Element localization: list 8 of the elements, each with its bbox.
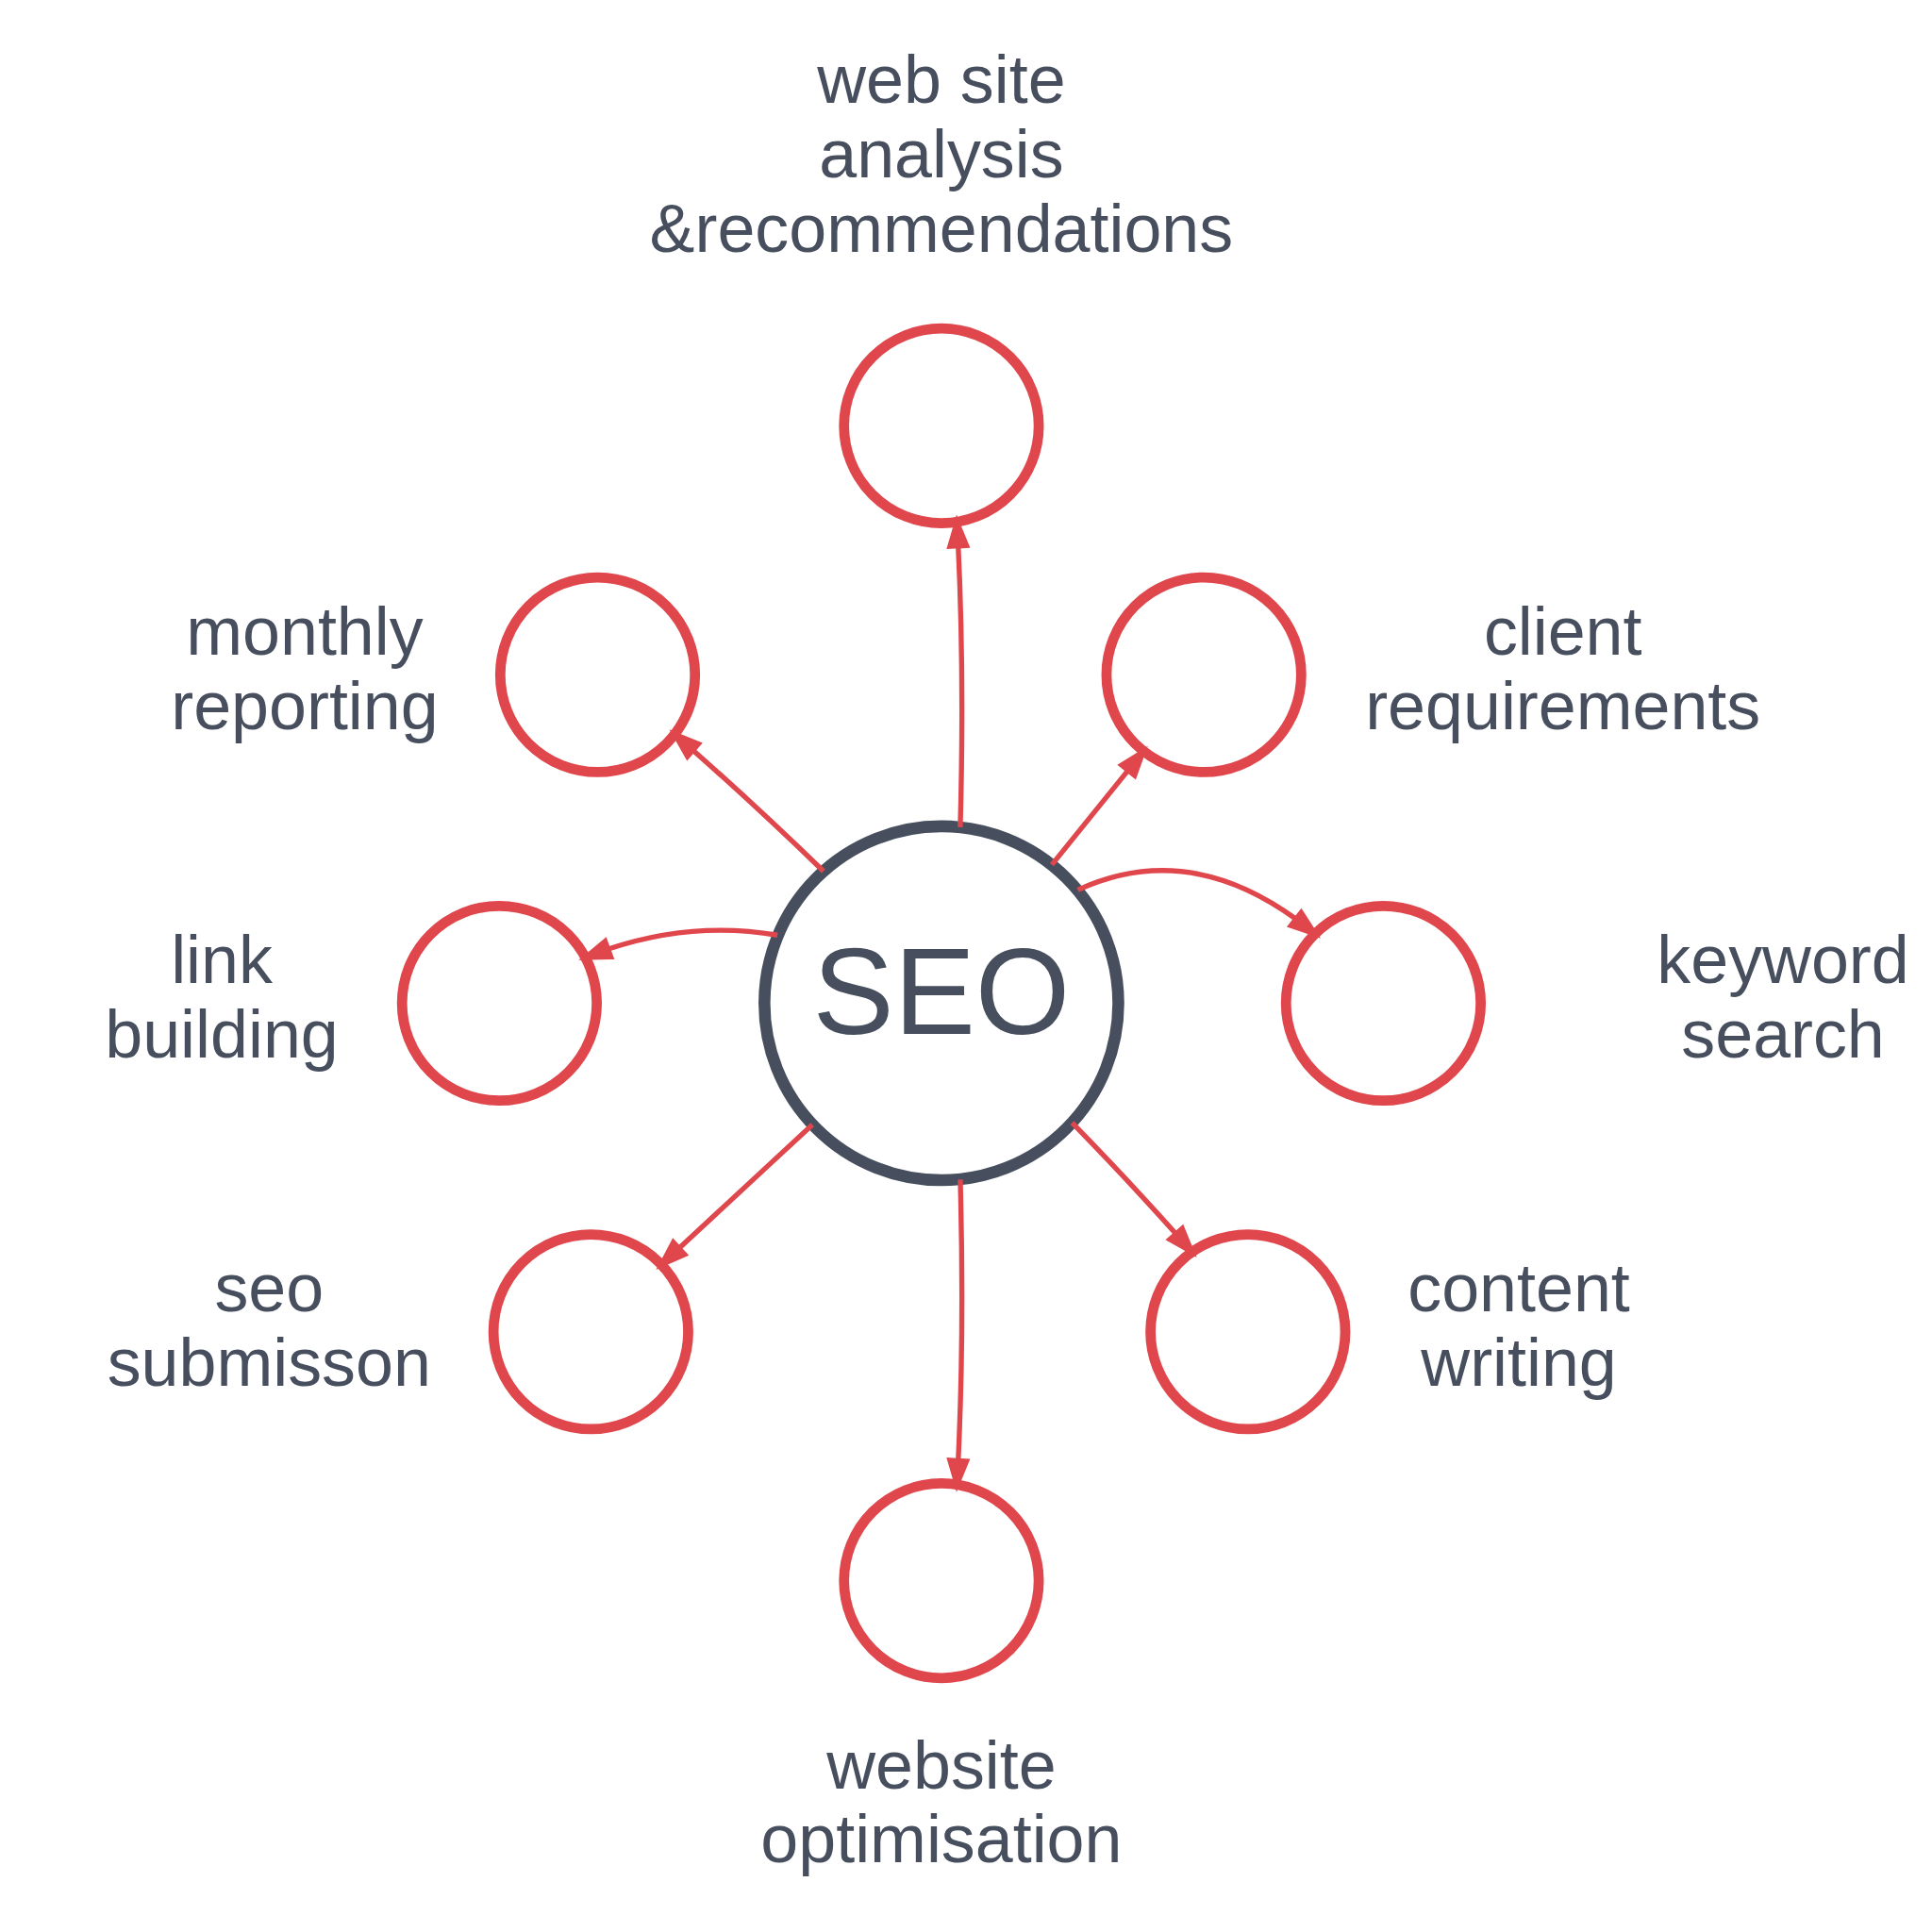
node-label: client requirements xyxy=(1365,592,1761,743)
node-label: web site analysis &recommendations xyxy=(649,42,1234,267)
node-label: link building xyxy=(105,921,339,1072)
node-label: monthly reporting xyxy=(171,592,439,743)
node-label: keyword search xyxy=(1657,921,1909,1072)
node-label: website optimisation xyxy=(760,1726,1123,1877)
node-label: seo submisson xyxy=(107,1250,431,1401)
node-label: content writing xyxy=(1407,1250,1630,1401)
